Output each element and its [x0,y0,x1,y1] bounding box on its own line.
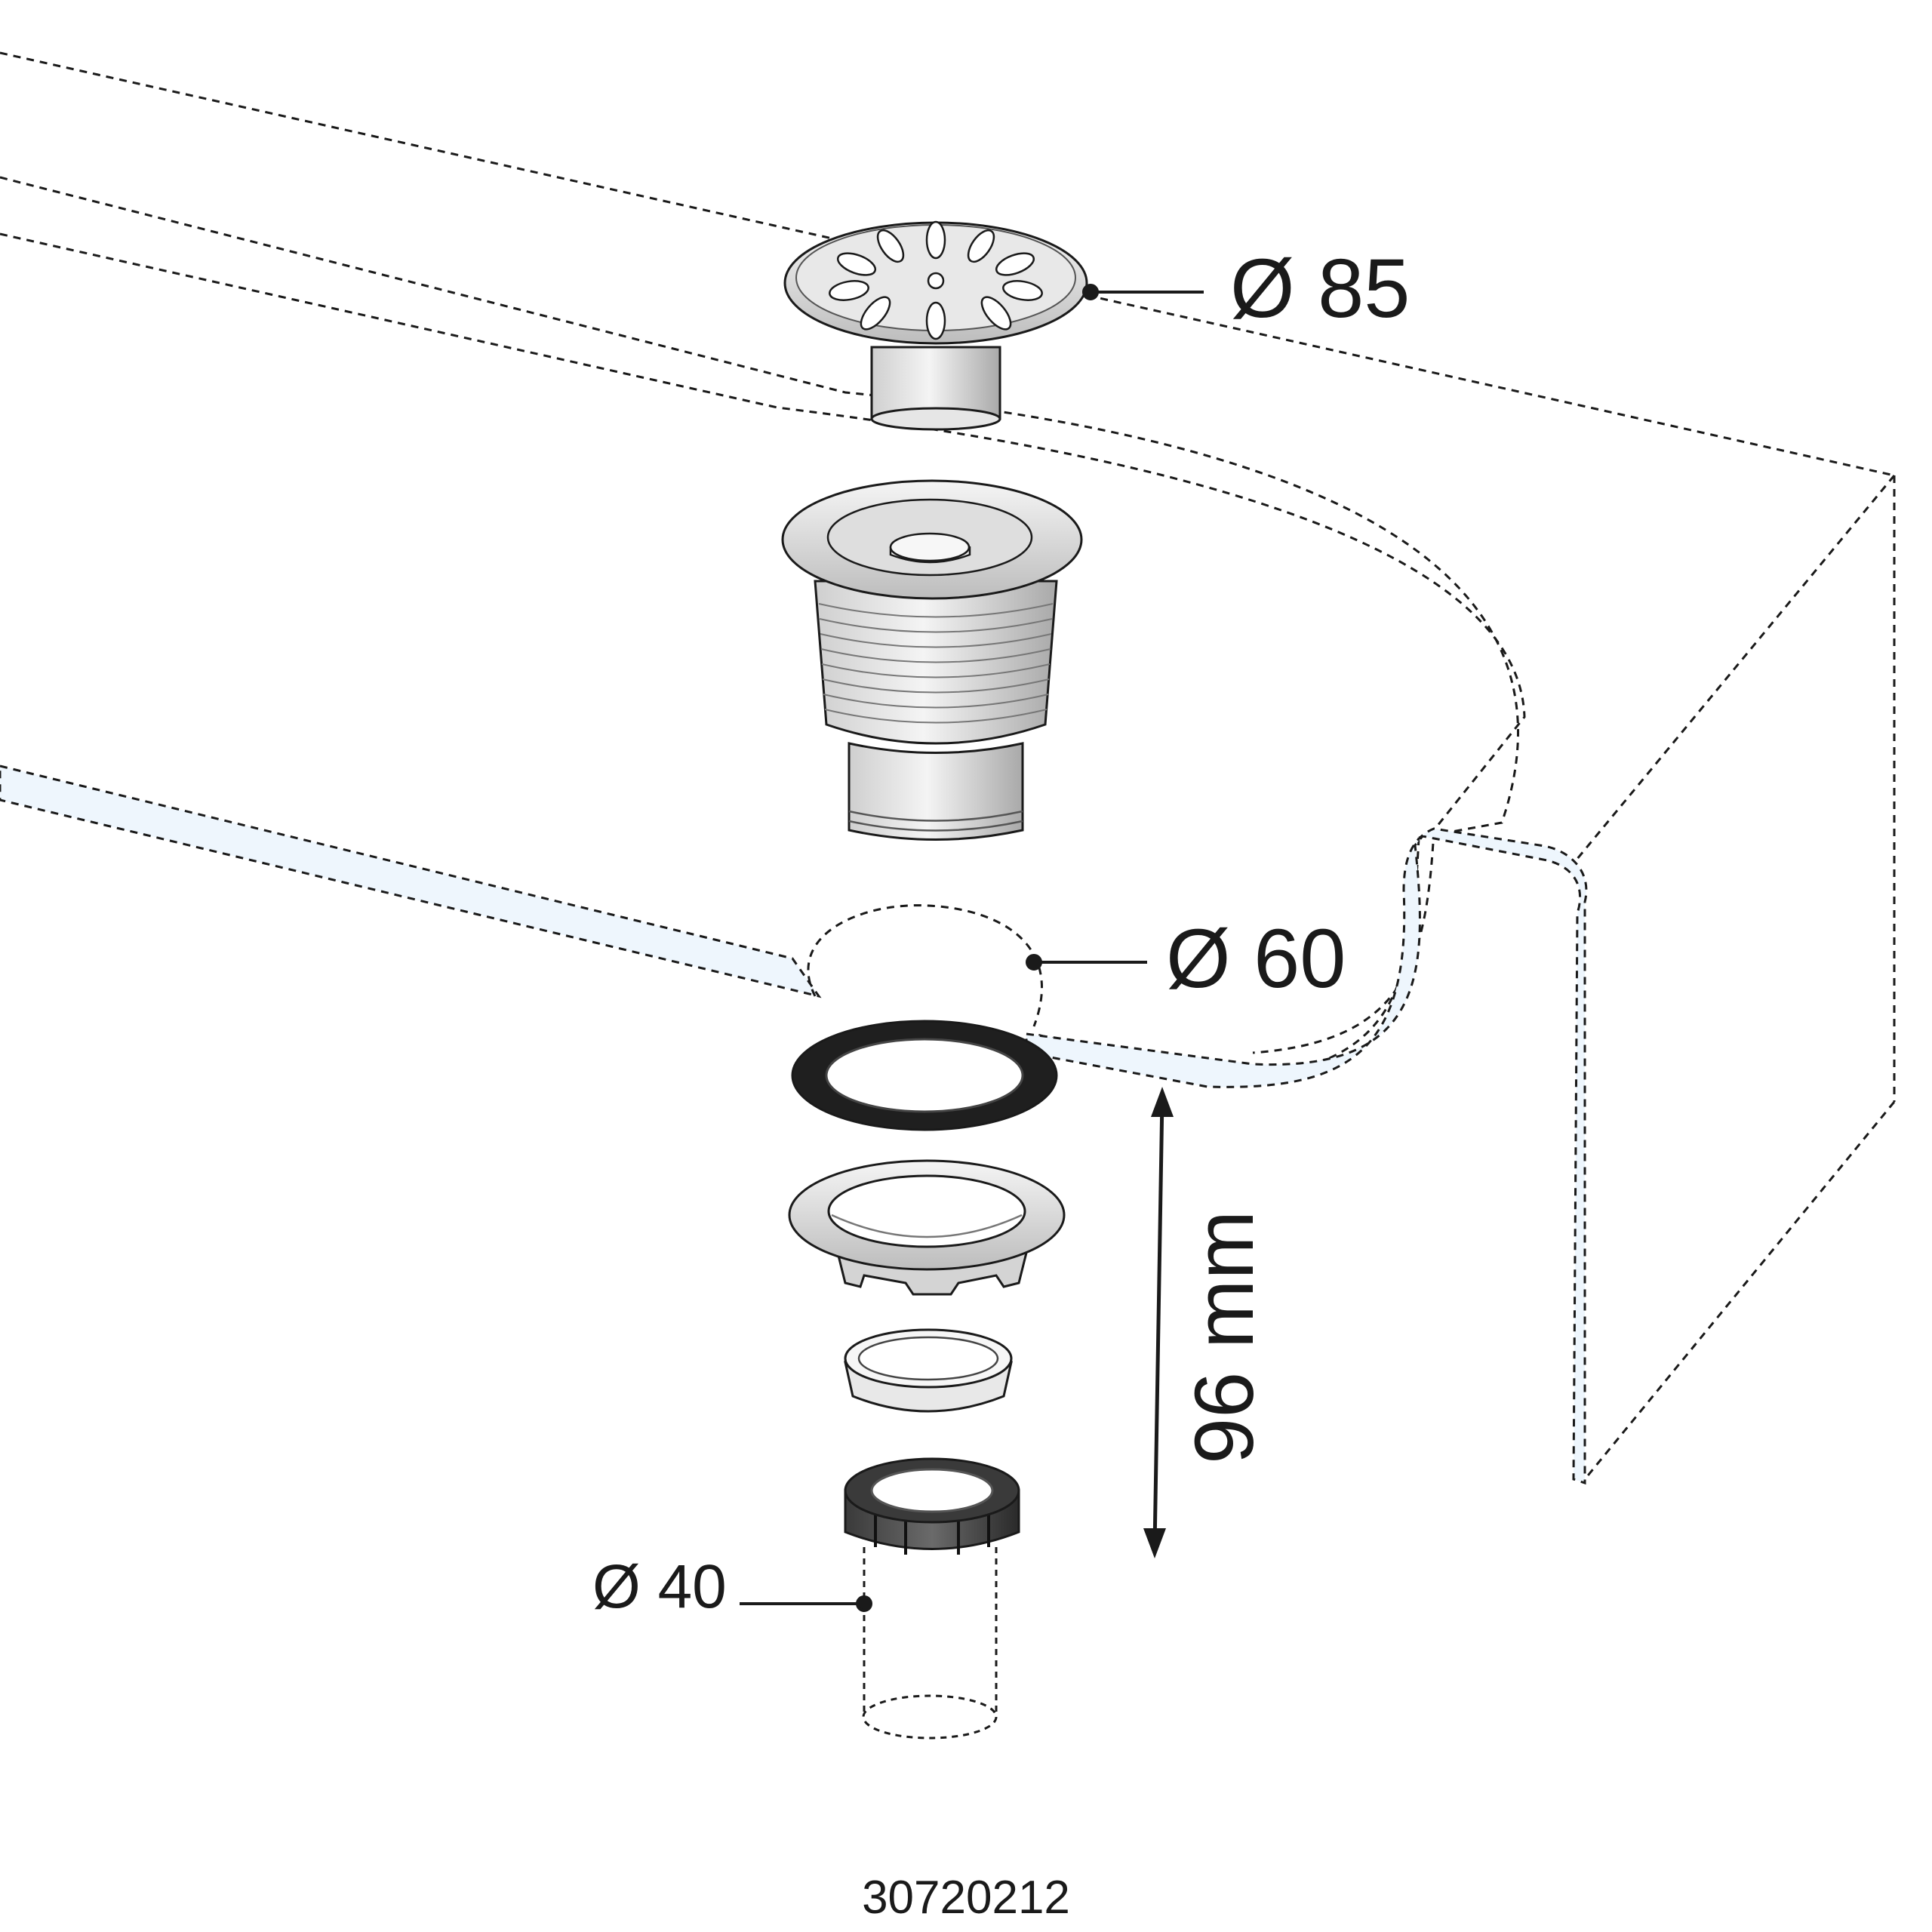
strainer-grate [783,220,1088,431]
label-seal-diameter: Ø 60 [1166,912,1346,1005]
outlet-pipe [862,1547,998,1740]
label-strainer-diameter: Ø 85 [1230,242,1410,335]
sink-cut-edge [0,764,1588,1485]
height-dimension-arrow [1143,1087,1174,1558]
lock-nut [788,1159,1066,1296]
dimension-leaders [740,284,1204,1612]
drain-body [781,479,1083,841]
label-height: 96 mm [1178,1211,1271,1464]
connector-nut [844,1457,1020,1555]
compression-washer [844,1328,1013,1413]
product-code: 30720212 [862,1872,1070,1924]
label-outlet-diameter: Ø 40 [592,1552,727,1621]
rubber-gasket [791,1020,1058,1131]
grate-slots [829,220,1043,340]
